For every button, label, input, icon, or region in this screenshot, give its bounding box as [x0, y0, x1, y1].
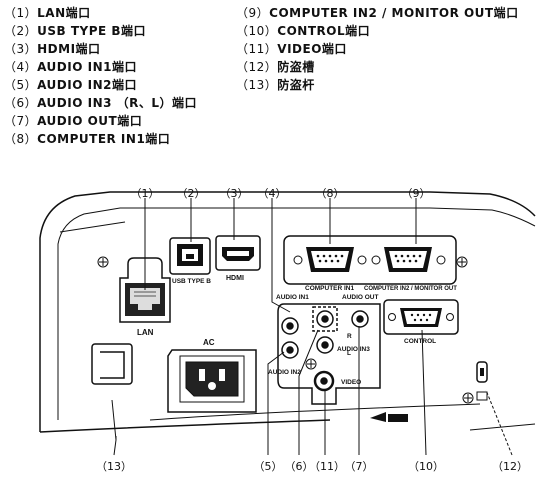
legend-item-usb: （2）USB TYPE B端口: [4, 24, 147, 38]
callout-2: （2）: [176, 187, 206, 200]
callout-13: （13）: [96, 460, 132, 473]
callout-4: （4）: [257, 187, 287, 200]
legend-item-lan: （1）LAN端口: [4, 6, 91, 20]
screw-icons: [97, 256, 474, 404]
ac-inlet: [167, 349, 257, 413]
audio-in1-label: AUDIO IN1: [276, 294, 309, 301]
callout-9: （9）: [401, 187, 431, 200]
leader-lines: [113, 198, 513, 456]
callout-3: （3）: [219, 187, 249, 200]
legend-item-security-slot: （12）防盗槽: [236, 60, 315, 74]
audio-r-label: R: [347, 333, 352, 340]
audio-in3-label: AUDIO IN3: [337, 346, 370, 353]
computer-in1-label: COMPUTER IN1: [305, 285, 355, 292]
legend-item-control: （10）CONTROL端口: [236, 24, 371, 38]
control-port: [383, 299, 459, 335]
computer-ports-panel: [283, 235, 457, 285]
brand-mark: [370, 412, 408, 422]
callout-7: （7）: [344, 460, 374, 473]
legend-item-computer-in1: （8）COMPUTER IN1端口: [4, 132, 171, 146]
hdmi-port: [215, 235, 261, 271]
ac-label: AC: [203, 338, 215, 347]
security-bar: [91, 343, 133, 385]
callout-1: （1）: [130, 187, 160, 200]
callout-10: （10）: [408, 460, 444, 473]
audio-l-label: L: [347, 350, 351, 357]
usb-port: [169, 237, 211, 275]
projector-body: [39, 191, 536, 441]
legend-item-audio-in1: （4）AUDIO IN1端口: [4, 60, 137, 74]
callout-8: （8）: [315, 187, 345, 200]
legend-item-audio-in2: （5）AUDIO IN2端口: [4, 78, 137, 92]
control-label: CONTROL: [404, 338, 436, 345]
legend-item-audio-in3: （6）AUDIO IN3 （R、L）端口: [4, 96, 198, 110]
legend-item-computer-in2: （9）COMPUTER IN2 / MONITOR OUT端口: [236, 6, 519, 20]
computer-in2-label: COMPUTER IN2 / MONITOR OUT: [364, 286, 457, 292]
legend-item-audio-out: （7）AUDIO OUT端口: [4, 114, 143, 128]
hdmi-label: HDMI: [226, 275, 244, 282]
audio-ports-panel: [277, 303, 381, 405]
security-slot: [476, 361, 488, 401]
callout-6: （6）: [284, 460, 314, 473]
callout-5: （5）: [253, 460, 283, 473]
legend-left: （1）LAN端口 （2）USB TYPE B端口 （3）HDMI端口 （4）AU…: [4, 4, 197, 148]
panel-labels: LAN USB TYPE B HDMI AC AUDIO IN1 AUDIO I…: [137, 275, 457, 386]
audio-in2-label: AUDIO IN2: [268, 369, 301, 376]
lan-label: LAN: [137, 328, 154, 337]
usb-label: USB TYPE B: [172, 278, 211, 285]
callout-12: （12）: [492, 460, 528, 473]
legend-item-hdmi: （3）HDMI端口: [4, 42, 101, 56]
callout-11: （11）: [309, 460, 345, 473]
audio-out-label: AUDIO OUT: [342, 294, 379, 301]
legend-item-security-bar: （13）防盗杆: [236, 78, 315, 92]
legend-item-video: （11）VIDEO端口: [236, 42, 347, 56]
lan-port: [119, 257, 171, 323]
video-label: VIDEO: [341, 379, 361, 386]
legend-right: （9）COMPUTER IN2 / MONITOR OUT端口 （10）CONT…: [236, 4, 519, 94]
